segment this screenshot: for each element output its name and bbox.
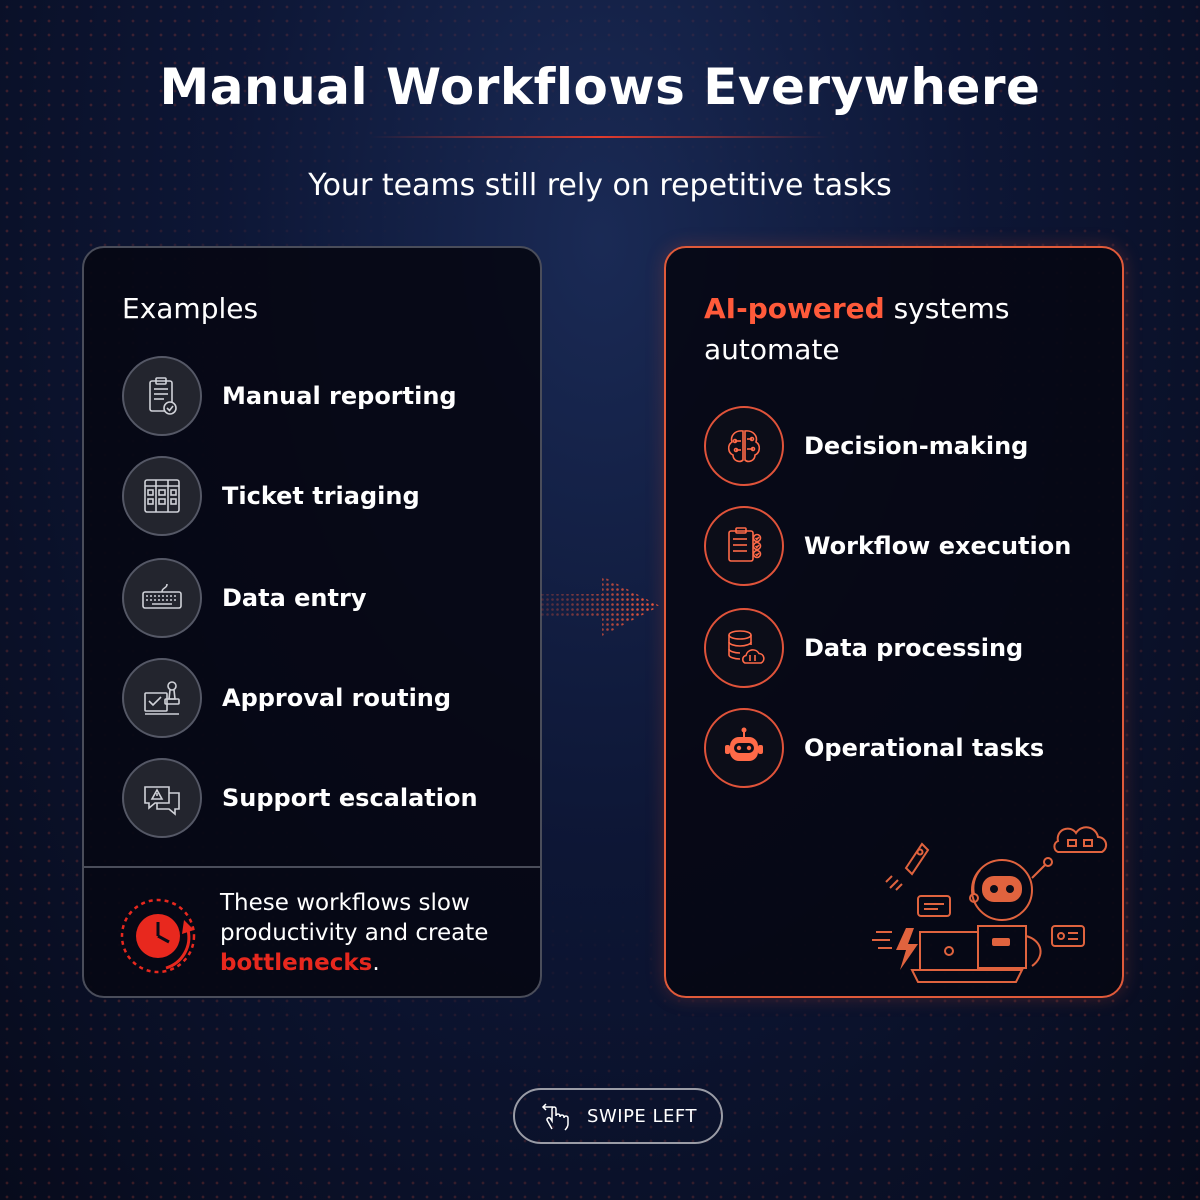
- swipe-left-button[interactable]: SWIPE LEFT: [513, 1088, 723, 1144]
- ai-item-label: Workflow execution: [804, 532, 1072, 560]
- note-text: These workflows slow productivity and cr…: [220, 890, 489, 946]
- dotted-arrow-icon: [540, 576, 660, 636]
- bottleneck-note: These workflows slow productivity and cr…: [220, 888, 520, 978]
- kanban-board-icon: [122, 456, 202, 536]
- card-divider: [84, 866, 540, 868]
- clock-cycle-icon: [120, 898, 196, 974]
- example-label: Ticket triaging: [222, 482, 420, 510]
- brain-circuit-icon: [704, 406, 784, 486]
- ai-heading-rest: systems automate: [704, 292, 1010, 366]
- ai-item-label: Decision-making: [804, 432, 1029, 460]
- keyboard-icon: [122, 558, 202, 638]
- examples-heading: Examples: [122, 292, 259, 325]
- swipe-hand-icon: [541, 1103, 569, 1131]
- ai-heading: AI-powered systems automate: [704, 288, 1084, 370]
- ai-item-label: Operational tasks: [804, 734, 1045, 762]
- example-item-data-entry: Data entry: [122, 558, 366, 638]
- ai-item-operational-tasks: Operational tasks: [704, 708, 1044, 788]
- checklist-icon: [704, 506, 784, 586]
- robot-laptop-illustration: [872, 826, 1108, 983]
- chat-alert-icon: [122, 758, 202, 838]
- robot-face-icon: [704, 708, 784, 788]
- examples-card: Examples Manual reporting Ticket triagin…: [82, 246, 542, 998]
- ai-powered-highlight: AI-powered: [704, 292, 885, 325]
- page-subtitle: Your teams still rely on repetitive task…: [308, 168, 892, 203]
- ai-item-workflow-execution: Workflow execution: [704, 506, 1071, 586]
- ai-item-decision-making: Decision-making: [704, 406, 1028, 486]
- ai-item-data-processing: Data processing: [704, 608, 1023, 688]
- database-cloud-icon: [704, 608, 784, 688]
- example-label: Data entry: [222, 584, 367, 612]
- ai-item-label: Data processing: [804, 634, 1024, 662]
- note-period: .: [372, 950, 380, 976]
- page-title: Manual Workflows Everywhere: [159, 58, 1041, 116]
- example-label: Support escalation: [222, 784, 478, 812]
- ai-systems-card: AI-powered systems automate Decision-mak…: [664, 246, 1124, 998]
- title-underline: [370, 136, 830, 138]
- clipboard-report-icon: [122, 356, 202, 436]
- example-label: Approval routing: [222, 684, 452, 712]
- example-item-support-escalation: Support escalation: [122, 758, 478, 838]
- example-label: Manual reporting: [222, 382, 457, 410]
- bottleneck-highlight: bottlenecks: [220, 950, 373, 976]
- approval-stamp-icon: [122, 658, 202, 738]
- example-item-manual-reporting: Manual reporting: [122, 356, 457, 436]
- example-item-approval-routing: Approval routing: [122, 658, 451, 738]
- example-item-ticket-triaging: Ticket triaging: [122, 456, 420, 536]
- swipe-label: SWIPE LEFT: [587, 1105, 697, 1127]
